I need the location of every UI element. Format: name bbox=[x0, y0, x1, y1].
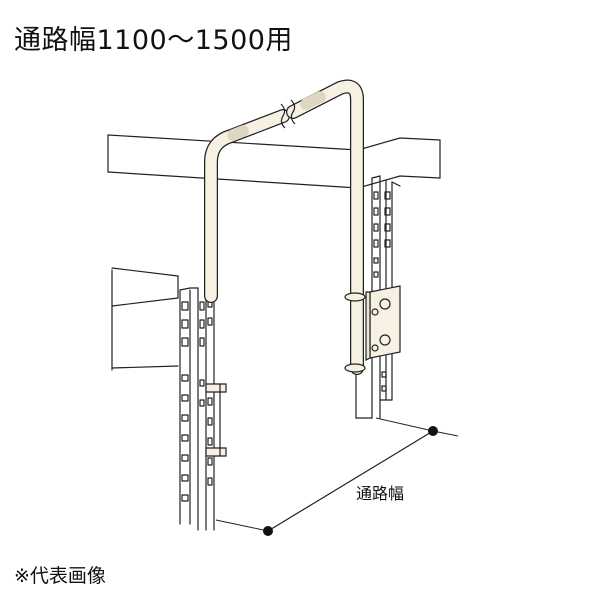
passage-rail bbox=[204, 79, 364, 375]
front-left-upright bbox=[179, 287, 215, 531]
dimension-start-marker bbox=[263, 526, 273, 536]
right-mounting-plate bbox=[344, 285, 401, 373]
back-shelf bbox=[107, 134, 441, 189]
break-mark bbox=[280, 99, 296, 129]
dimension-line: 通路幅 bbox=[215, 417, 459, 536]
page-title: 通路幅1100～1500用 bbox=[14, 25, 293, 56]
aisle-width-label: 通路幅 bbox=[356, 484, 404, 503]
left-bracket bbox=[205, 383, 227, 457]
dimension-end-marker bbox=[428, 426, 438, 436]
front-shelf bbox=[111, 267, 179, 371]
representative-image-note: ※代表画像 bbox=[14, 565, 106, 587]
